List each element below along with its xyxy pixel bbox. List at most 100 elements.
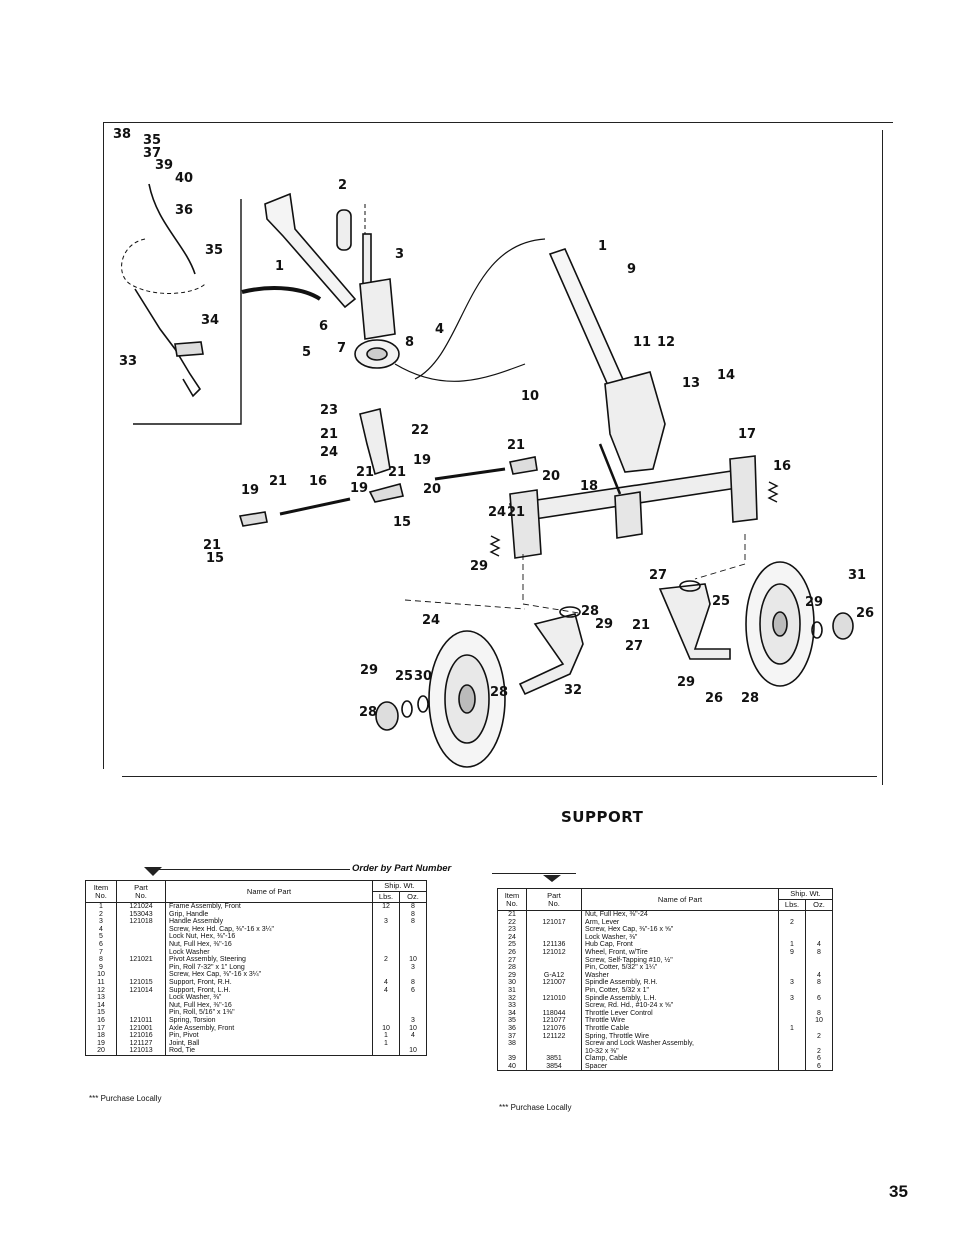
cell-oz: 10 xyxy=(399,1024,427,1033)
cell-name: Hub Cap, Front xyxy=(581,941,779,949)
cell-part xyxy=(116,971,166,979)
callout-number: 12 xyxy=(657,335,675,350)
spindle-left-drawing xyxy=(658,583,731,660)
cell-name: Screw, Hex Cap, ⅜"-16 x 3¼" xyxy=(165,971,373,979)
cell-item: 1 xyxy=(85,902,117,911)
cell-name: Spring, Throttle Wire xyxy=(581,1032,779,1041)
order-arrow-left xyxy=(144,867,162,876)
cell-item: 20 xyxy=(85,1047,117,1056)
cell-name: Nut, Full Hex, ⅜"-16 xyxy=(165,1001,373,1010)
callout-number: 14 xyxy=(717,368,735,383)
curved-arrow xyxy=(414,238,546,380)
cell-name: Throttle Cable xyxy=(581,1024,779,1033)
callout-number: 19 xyxy=(413,453,431,468)
cell-lbs xyxy=(372,925,400,934)
cell-oz xyxy=(805,910,833,919)
frame-top-rule xyxy=(103,122,893,123)
cell-lbs xyxy=(778,1047,806,1056)
callout-number: 30 xyxy=(414,669,432,684)
cell-part: 121012 xyxy=(526,948,582,957)
order-leader-line xyxy=(150,869,350,870)
cell-part xyxy=(526,933,582,942)
cell-lbs xyxy=(372,948,400,957)
cell-lbs xyxy=(778,1017,806,1025)
cell-item: 10 xyxy=(85,971,117,979)
cell-name: Clamp, Cable xyxy=(581,1055,779,1063)
cell-oz xyxy=(399,1009,427,1017)
cell-oz: 3 xyxy=(399,1016,427,1025)
cell-oz: 2 xyxy=(805,1032,833,1041)
cell-name: Screw, Rd. Hd., #10-24 x ⅝" xyxy=(581,1002,779,1010)
cell-name: Handle Assembly xyxy=(165,918,373,926)
torsion-spring-left xyxy=(489,535,501,557)
throttle-cable-loop xyxy=(121,238,206,294)
cell-oz: 8 xyxy=(805,1009,833,1018)
callout-number: 4 xyxy=(435,322,444,337)
cell-item: 5 xyxy=(85,933,117,941)
cell-part xyxy=(116,994,166,1002)
cell-name: Pin, Cotter, 5/32" x 1¼" xyxy=(581,964,779,972)
cell-name: Pin, Roll, 5/16" x 1⅜" xyxy=(165,1009,373,1017)
callout-number: 20 xyxy=(542,469,560,484)
cell-item: 19 xyxy=(85,1039,117,1048)
cell-part: G-A12 xyxy=(526,971,582,980)
callout-number: 27 xyxy=(625,639,643,654)
cell-item: 4 xyxy=(85,925,117,934)
callout-number: 22 xyxy=(411,423,429,438)
cell-lbs xyxy=(778,1062,806,1071)
cell-part xyxy=(526,986,582,995)
frame-bottom-rule xyxy=(122,776,877,777)
cell-name: Throttle Wire xyxy=(581,1017,779,1025)
col-oz-header: Oz. xyxy=(399,891,427,903)
cell-lbs: 1 xyxy=(778,1024,806,1033)
cell-name: Screw and Lock Washer Assembly, xyxy=(581,1040,779,1048)
callout-number: 39 xyxy=(155,158,173,173)
cell-name: Pin, Cotter, 5/32 x 1" xyxy=(581,986,779,995)
cell-part: 121077 xyxy=(526,1017,582,1025)
cell-item: 13 xyxy=(85,994,117,1002)
cell-name: Spacer xyxy=(581,1062,779,1071)
cell-name: Support, Front, L.H. xyxy=(165,986,373,995)
callout-number: 33 xyxy=(119,354,137,369)
tie-rod-right xyxy=(434,467,506,481)
cell-lbs: 4 xyxy=(372,978,400,987)
cell-lbs xyxy=(778,986,806,995)
cell-oz: 8 xyxy=(805,979,833,987)
cell-item: 16 xyxy=(85,1016,117,1025)
cell-name: Lock Washer, ⅜" xyxy=(165,994,373,1002)
cell-item: 25 xyxy=(497,941,527,949)
callout-number: 16 xyxy=(309,474,327,489)
cell-lbs: 1 xyxy=(778,941,806,949)
callout-number: 13 xyxy=(682,376,700,391)
cell-name: Spindle Assembly, R.H. xyxy=(581,979,779,987)
cell-lbs xyxy=(778,1040,806,1048)
cell-oz xyxy=(399,933,427,941)
callout-number: 3 xyxy=(395,247,404,262)
cell-oz xyxy=(805,933,833,942)
callout-number: 20 xyxy=(423,482,441,497)
cell-item: 27 xyxy=(497,956,527,965)
cell-item: 40 xyxy=(497,1062,527,1071)
cell-oz: 10 xyxy=(805,1017,833,1025)
cell-item: 22 xyxy=(497,918,527,927)
cell-name: Joint, Ball xyxy=(165,1039,373,1048)
cell-lbs xyxy=(372,910,400,919)
cell-lbs xyxy=(778,1002,806,1010)
callout-number: 40 xyxy=(175,171,193,186)
cell-oz: 2 xyxy=(805,1047,833,1056)
cell-lbs xyxy=(372,963,400,972)
col-name-header: Name of Part xyxy=(581,888,779,911)
